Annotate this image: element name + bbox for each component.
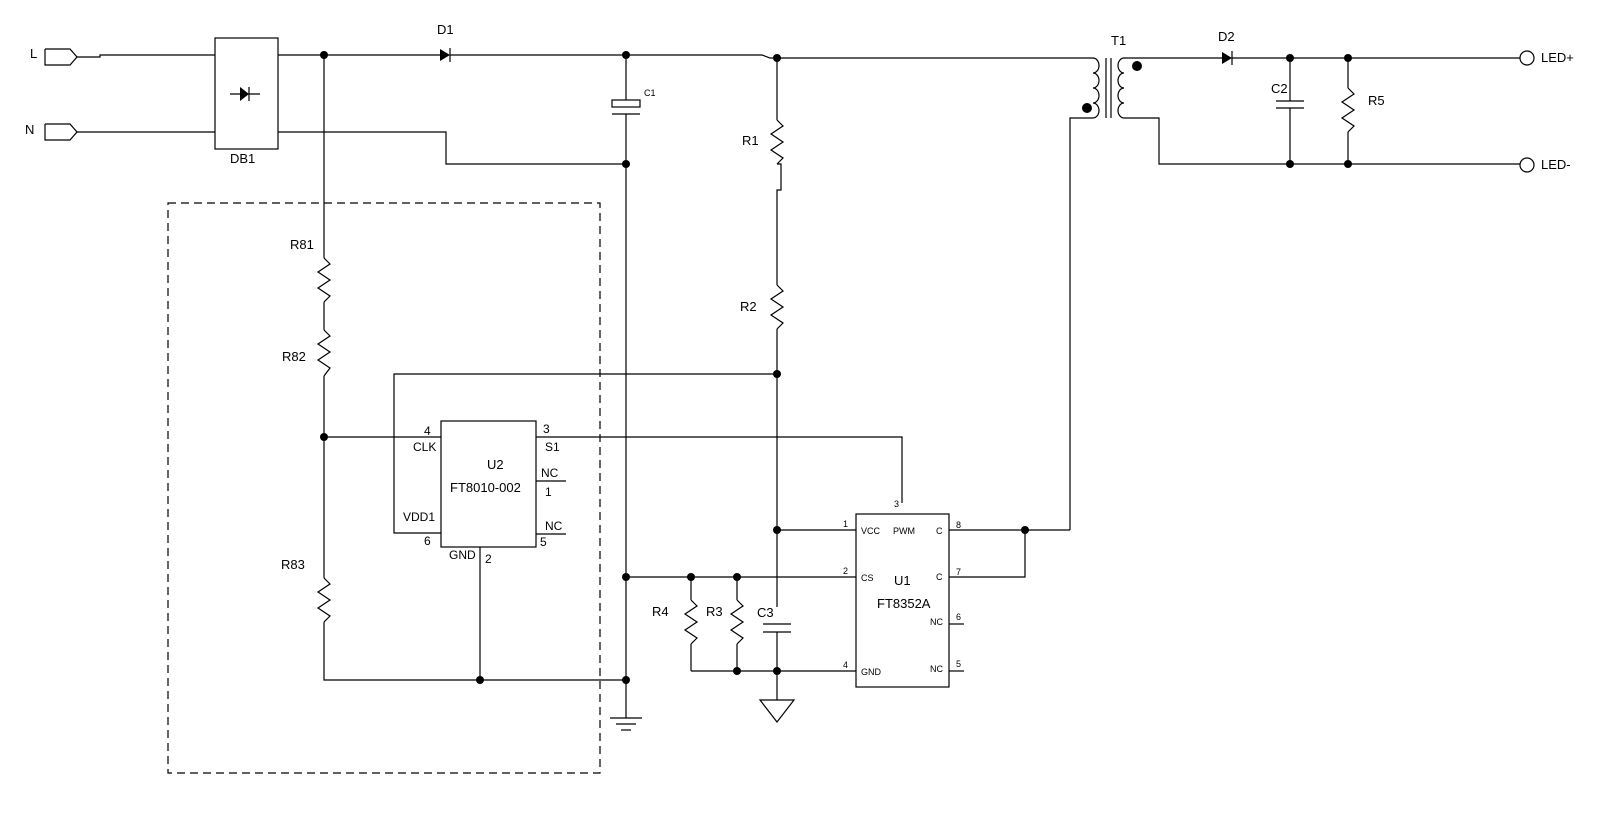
resistor-r83	[316, 577, 332, 623]
u1-pin4-number: 4	[843, 660, 848, 670]
junction-dots	[320, 51, 1352, 684]
earth-ground-symbol	[610, 717, 642, 731]
r83-label: R83	[281, 557, 305, 572]
r3-label: R3	[706, 604, 723, 619]
r2-label: R2	[740, 299, 757, 314]
d2-label: D2	[1218, 29, 1235, 44]
u2-label: U2	[487, 457, 504, 472]
transformer-t1	[1075, 57, 1142, 119]
port-n-label: N	[25, 122, 34, 137]
u2-pin1-number: 1	[545, 485, 552, 499]
u2-pin3-name: S1	[545, 440, 560, 454]
u1-pin2-number: 2	[843, 566, 848, 576]
u1-pin7-name: C	[936, 572, 943, 582]
u2-pin5-number: 5	[540, 535, 547, 549]
signal-ground-symbol	[758, 699, 796, 723]
bridge-rectifier-db1	[214, 37, 279, 150]
u1-pin7-number: 7	[956, 567, 961, 577]
led-minus-terminal	[1519, 157, 1535, 173]
r4-label: R4	[652, 604, 669, 619]
u1-pin3-name: PWM	[893, 526, 915, 536]
resistor-r3	[729, 599, 745, 645]
resistor-r2	[769, 284, 785, 330]
r81-label: R81	[290, 237, 314, 252]
u1-pin8-name: C	[936, 526, 943, 536]
diode-d2	[1222, 51, 1233, 65]
u1-pin2-name: CS	[861, 573, 874, 583]
r82-label: R82	[282, 349, 306, 364]
db1-label: DB1	[230, 151, 255, 166]
u1-pin8-number: 8	[956, 520, 961, 530]
u1-pin5-name: NC	[930, 664, 943, 674]
resistor-r4	[683, 599, 699, 645]
capacitor-c3	[763, 623, 791, 700]
u2-pin4-number: 4	[424, 424, 431, 438]
u2-pin6-number: 6	[424, 534, 431, 548]
u1-pin3-number: 3	[894, 499, 899, 509]
resistor-r81	[316, 257, 332, 303]
d1-label: D1	[437, 22, 454, 37]
c3-label: C3	[757, 605, 774, 620]
u2-pin3-number: 3	[543, 422, 550, 436]
u1-pin1-number: 1	[843, 519, 848, 529]
u1-pin1-name: VCC	[861, 526, 881, 536]
t1-label: T1	[1111, 33, 1126, 48]
c2-label: C2	[1271, 81, 1288, 96]
u2-part-number: FT8010-002	[450, 480, 521, 495]
u2-pin5-name: NC	[545, 519, 563, 533]
u2-pin2-name: GND	[449, 548, 476, 562]
capacitor-c1	[611, 55, 641, 164]
resistor-r5	[1340, 87, 1356, 133]
u1-label: U1	[894, 573, 911, 588]
port-l-label: L	[30, 46, 37, 61]
port-n-connector	[44, 123, 215, 141]
u1-pin6-number: 6	[956, 612, 961, 622]
u2-pin2-number: 2	[485, 552, 492, 566]
resistor-r82	[316, 329, 332, 377]
r1-label: R1	[742, 133, 759, 148]
port-l-connector	[44, 48, 215, 66]
led-plus-label: LED+	[1541, 50, 1574, 65]
diode-d1	[440, 48, 451, 62]
resistor-r1	[769, 119, 785, 165]
u2-pin4-name: CLK	[413, 440, 436, 454]
c1-label: C1	[644, 88, 656, 98]
r5-label: R5	[1368, 93, 1385, 108]
u2-pin6-name: VDD1	[403, 510, 435, 524]
u1-pin4-name: GND	[861, 667, 882, 677]
u2-pin1-name: NC	[541, 466, 559, 480]
u1-part-number: FT8352A	[877, 596, 931, 611]
led-minus-label: LED-	[1541, 157, 1571, 172]
ic-u2-body	[440, 420, 537, 548]
capacitor-c2	[1276, 58, 1304, 164]
u1-pin6-name: NC	[930, 617, 943, 627]
dashed-module-boundary	[167, 202, 601, 774]
led-plus-terminal	[1519, 50, 1535, 66]
u1-pin5-number: 5	[956, 659, 961, 669]
ic-u1-body	[855, 513, 950, 688]
